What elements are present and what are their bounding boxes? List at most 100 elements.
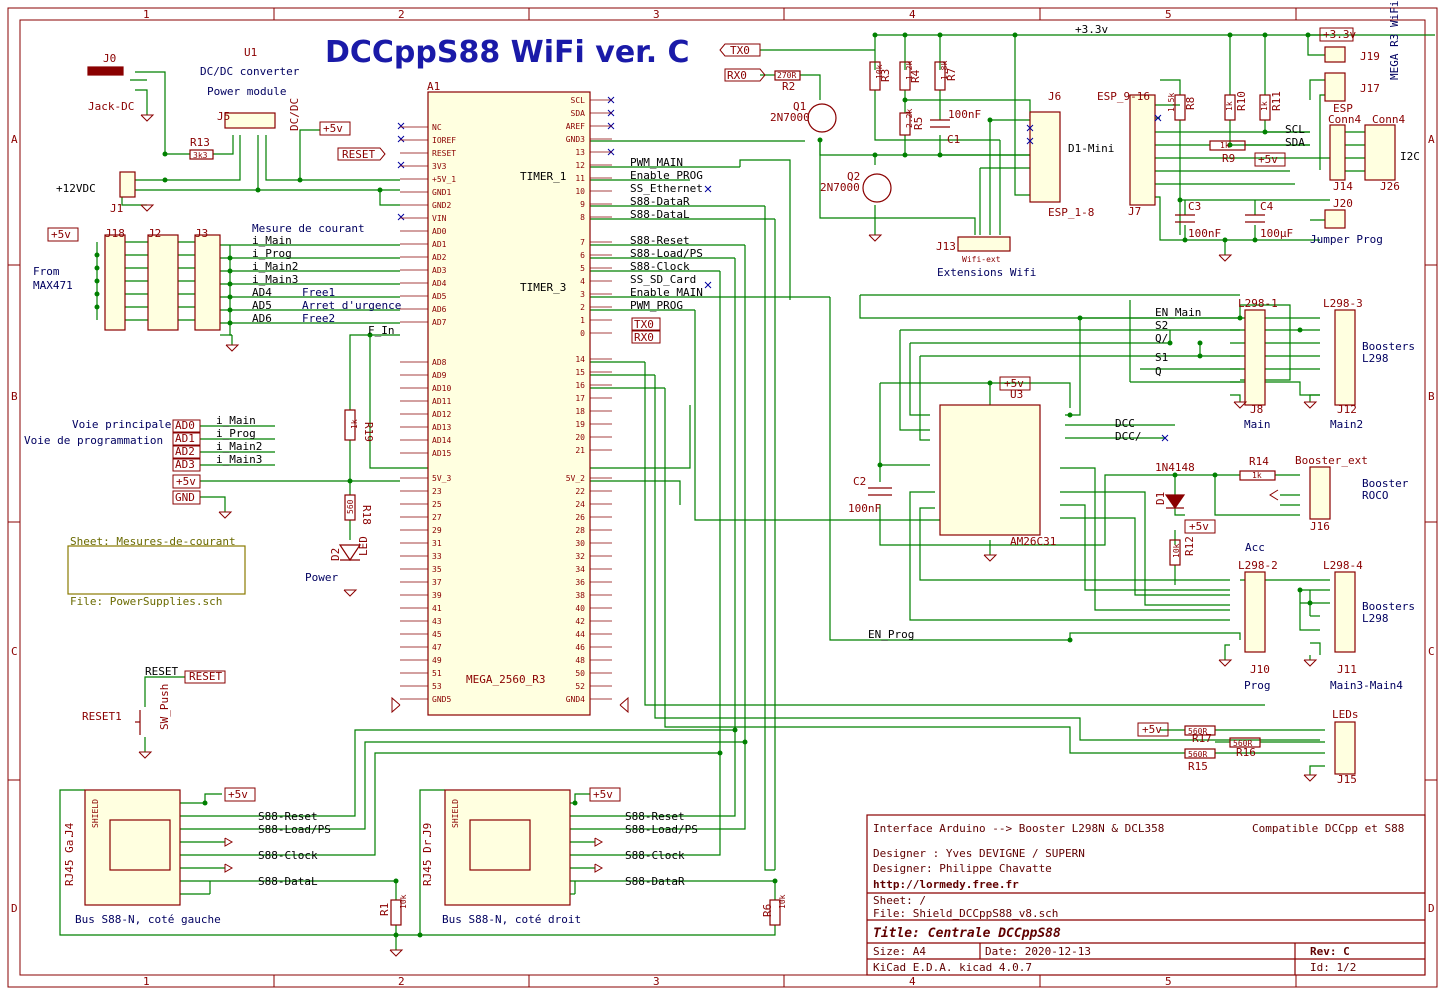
mega-pin: 26 [575,513,585,522]
i-main3-l: i_Main3 [216,453,262,466]
mega-pin: 43 [432,617,442,626]
sheet-name: Sheet: Mesures-de-courant [70,535,236,548]
ground-symbols [138,114,1318,957]
j0-ref: J0 [103,52,116,65]
net-label-boxes [47,27,1354,802]
rx0-a: RX0 [634,331,654,344]
conn4b: Conn4 [1372,113,1405,126]
j26-ref: J26 [1380,180,1400,193]
ad2-lbl: AD2 [175,445,195,458]
en-main: EN_Main [1155,306,1201,319]
col-4: 4 [909,8,916,21]
r7-val: 1.8k [940,61,949,80]
r14-ref: R14 [1249,455,1269,468]
mega-pin: 6 [580,251,585,260]
r3-val: 10k [875,64,884,79]
c3-ref: C3 [1188,200,1201,213]
jumper-prog: Jumper Prog [1310,233,1383,246]
mega-pin: AD15 [432,449,451,458]
row-b2: B [1428,390,1435,403]
j15-ref: J15 [1337,773,1357,786]
j3-ref: J3 [195,227,208,240]
r6-val: 10k [778,894,787,909]
j10-ref: J10 [1250,663,1270,676]
scl-label: SCL [1285,123,1305,136]
mega-pin: 5 [580,264,585,273]
net-text: +5v RESET +5v AD0 AD1 AD2 AD3 +5v GND i_… [51,23,1356,888]
enable-main: Enable MAIN [630,286,703,299]
dcc-n-label: DCC/ [1115,430,1142,443]
conn4a: Conn4 [1328,113,1361,126]
j17-ref: J17 [1360,82,1380,95]
row-c: C [11,645,18,658]
s88-datar-r: S88-DataR [625,875,685,888]
bus-left: Bus S88-N, coté gauche [75,913,221,926]
r8-ref: R8 [1184,97,1197,110]
r12-ref: R12 [1183,536,1196,556]
mega-pin: AREF [566,122,585,131]
mega-pin: AD3 [432,266,447,275]
r11-val: 1k [1260,101,1269,111]
s88-datal-l: S88-DataL [258,875,318,888]
mega-pin: 2 [580,303,585,312]
mega-pin: 11 [575,174,585,183]
r8-val: 1.5k [1167,93,1176,112]
ext-wifi: Extensions Wifi [937,266,1036,279]
mega-pin: AD4 [432,279,447,288]
mega-pin: 18 [575,407,585,416]
j5-ref: J5 [217,110,230,123]
boosters-1: Boosters [1362,340,1415,353]
s88-clock-l: S88-Clock [258,849,318,862]
page-title: DCCppS88 WiFi ver. C [325,35,690,70]
j18-ref: J18 [105,227,125,240]
col-1b: 1 [143,975,150,988]
row-a: A [11,133,18,146]
tx0-b: TX0 [730,44,750,57]
s88-load-l: S88-Load/PS [258,823,331,836]
j13-ref: J13 [936,240,956,253]
mega-pin: AD12 [432,410,451,419]
titleblock: Interface Arduino --> Booster L298N & DC… [873,822,1404,974]
r11-ref: R11 [1270,91,1283,111]
ad4: AD4 [252,286,272,299]
q1-ref: Q1 [793,100,806,113]
col-3b: 3 [653,975,660,988]
s88-reset: S88-Reset [630,234,690,247]
q-n: Q/ [1155,332,1168,345]
plus5-e: +5v [593,788,613,801]
s1: S1 [1155,351,1168,364]
q: Q [1155,365,1162,378]
mega-pin: 14 [575,355,585,364]
r4-ref: R4 [909,69,922,83]
mega-pin: GND5 [432,695,451,704]
j4-desc: RJ45 Ga. [63,833,76,886]
prog-label: Prog [1244,679,1271,692]
mega-pin: 8 [580,213,585,222]
main-label: Main [1244,418,1271,431]
plus5-f: +5v [1258,153,1278,166]
s88-datar: S88-DataR [630,195,690,208]
mega-pin: 24 [575,500,585,509]
j4-shield: SHIELD [91,799,100,828]
i-prog: i_Prog [252,247,292,260]
junctions [94,32,1313,938]
mega-pin: AD6 [432,305,447,314]
mega-pin: 19 [575,420,585,429]
ad1-lbl: AD1 [175,432,195,445]
mega-pin: VIN [432,214,447,223]
s2: S2 [1155,319,1168,332]
gnd-lbl: GND [175,491,195,504]
j4-ref: J4 [63,822,76,836]
plus5-d: +5v [228,788,248,801]
tx0-a: TX0 [634,318,654,331]
ad5: AD5 [252,299,272,312]
plus5-h: +5v [1189,520,1209,533]
mega-pin: AD2 [432,253,447,262]
power-label: Power [305,571,338,584]
mega-pin: GND1 [432,188,451,197]
l298-4: L298-4 [1323,559,1363,572]
mega-pin: 28 [575,526,585,535]
j1-val: +12VDC [56,182,96,195]
mega-pin: AD0 [432,227,447,236]
